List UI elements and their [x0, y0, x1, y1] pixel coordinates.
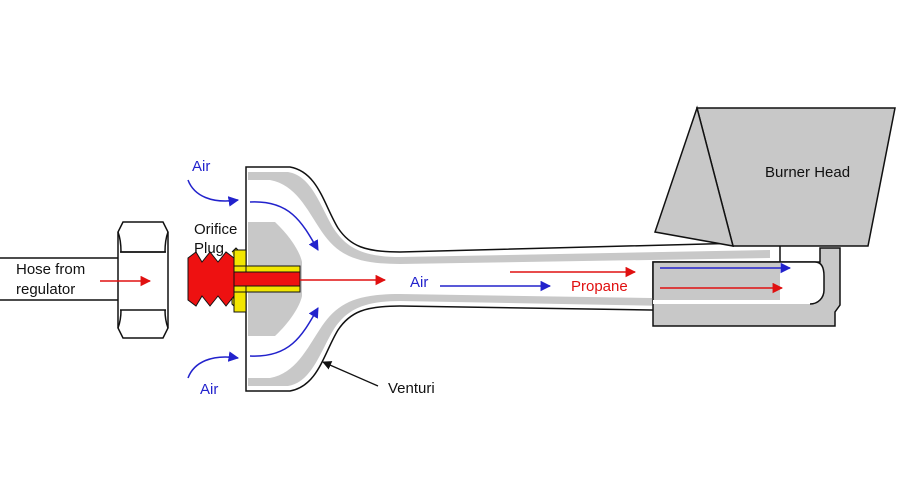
- orifice-plug: [187, 247, 301, 313]
- hose-label-line1: Hose from: [16, 261, 85, 278]
- air-label-top: Air: [192, 158, 210, 175]
- air-label-center: Air: [410, 274, 428, 291]
- air-flow-arrows: [187, 179, 792, 379]
- burner-head: [652, 105, 896, 327]
- burner-head-label: Burner Head: [765, 164, 850, 181]
- propane-label: Propane: [571, 278, 628, 295]
- orifice-label-line2: Plug: [194, 240, 224, 257]
- venturi-label: Venturi: [388, 380, 435, 397]
- hose: [0, 257, 118, 301]
- hose-label-line2: regulator: [16, 281, 75, 298]
- venturi-pointer: [322, 361, 379, 387]
- orifice-label-line1: Orifice: [194, 221, 237, 238]
- air-label-bottom: Air: [200, 381, 218, 398]
- hex-nut-fitting: [117, 221, 169, 339]
- propane-flow-arrows: [300, 266, 784, 294]
- venturi-wall-top: [248, 172, 770, 264]
